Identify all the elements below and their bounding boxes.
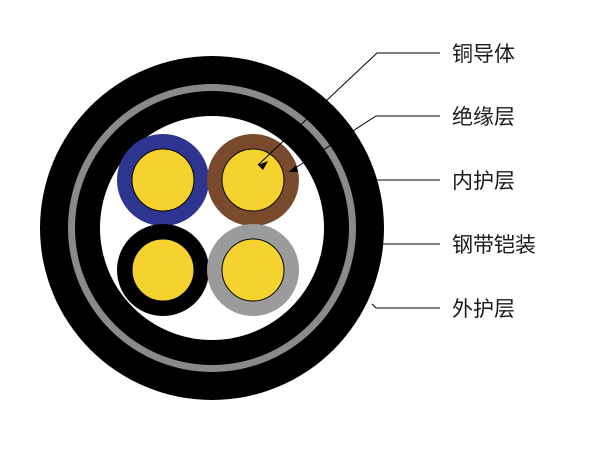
- copper-conductor: [131, 238, 195, 302]
- label-inner-sheath: 内护层: [452, 169, 515, 193]
- core-black: [117, 224, 209, 316]
- copper-conductor: [221, 148, 285, 212]
- copper-conductor: [131, 148, 195, 212]
- leader-line-conductor: [257, 52, 440, 166]
- arrowhead-conductor: [258, 161, 268, 170]
- copper-conductor: [221, 238, 285, 302]
- label-outer-sheath: 外护层: [452, 297, 515, 321]
- label-steel-tape-armor: 钢带铠装: [452, 233, 536, 257]
- core-blue: [117, 134, 209, 226]
- core-grey: [207, 224, 299, 316]
- leader-line-insulation: [288, 115, 440, 173]
- leader-line-outer-sheath: [371, 303, 440, 309]
- label-insulation: 绝缘层: [452, 105, 515, 129]
- label-copper-conductor: 铜导体: [452, 42, 515, 66]
- arrowhead-insulation: [289, 165, 298, 172]
- core-brown: [207, 134, 299, 226]
